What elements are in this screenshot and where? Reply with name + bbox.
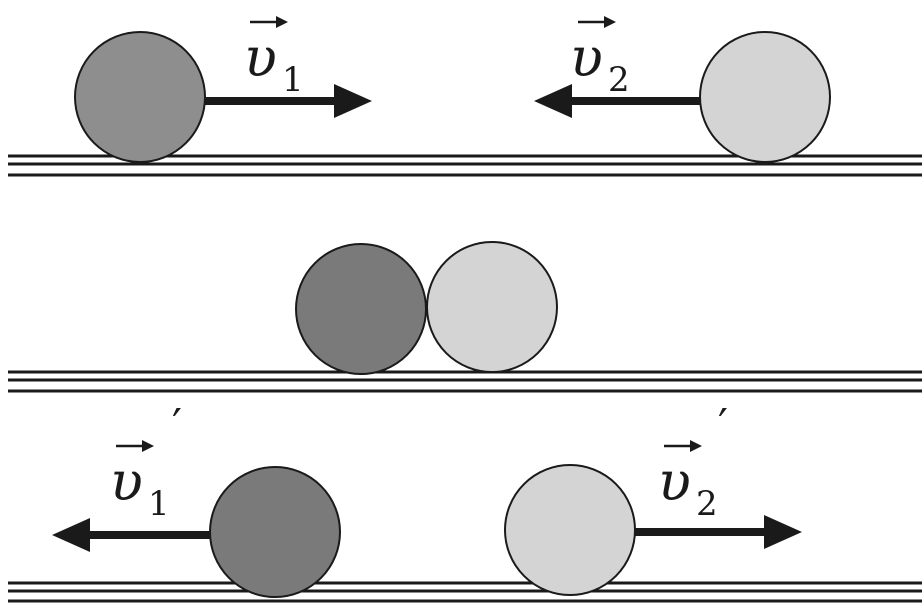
label-v1p-symbol: υ xyxy=(110,450,143,513)
label-v1-prime: υ 1 ′ xyxy=(110,400,182,524)
ball-2-after xyxy=(504,464,636,596)
label-v2-prime: υ 2 ′ xyxy=(658,400,728,524)
label-v2-subscript: 2 xyxy=(608,60,630,100)
vector-hat-icon xyxy=(250,16,288,28)
velocity-arrow-2-after xyxy=(634,515,802,549)
track-2 xyxy=(8,370,922,393)
velocity-arrow-1-after xyxy=(52,518,210,552)
label-v1-subscript: 1 xyxy=(282,60,304,100)
ball-1-after xyxy=(209,466,341,598)
ball-2-contact xyxy=(426,241,558,373)
velocity-arrow-2 xyxy=(534,84,700,118)
label-v1p-prime: ′ xyxy=(172,400,182,451)
velocity-arrow-1 xyxy=(204,84,372,118)
ball-1-contact xyxy=(295,243,427,375)
label-v2-symbol: υ xyxy=(570,26,603,89)
panel-after-collision: υ 1 ′ υ 2 ′ xyxy=(8,400,922,603)
label-v2p-subscript: 2 xyxy=(696,484,718,524)
label-v1p-subscript: 1 xyxy=(148,484,170,524)
panel-before-collision: υ 1 υ 2 xyxy=(8,16,922,177)
label-v2p-symbol: υ xyxy=(658,450,691,513)
label-v2: υ 2 xyxy=(570,16,630,100)
vector-hat-icon xyxy=(116,440,154,452)
ball-2 xyxy=(699,31,831,163)
label-v1-symbol: υ xyxy=(244,26,277,89)
label-v2p-prime: ′ xyxy=(718,400,728,451)
vector-hat-icon xyxy=(578,16,616,28)
ball-1 xyxy=(74,31,206,163)
panel-during-collision xyxy=(8,241,922,393)
track-3 xyxy=(8,581,922,603)
vector-hat-icon xyxy=(664,440,702,452)
label-v1: υ 1 xyxy=(244,16,304,100)
